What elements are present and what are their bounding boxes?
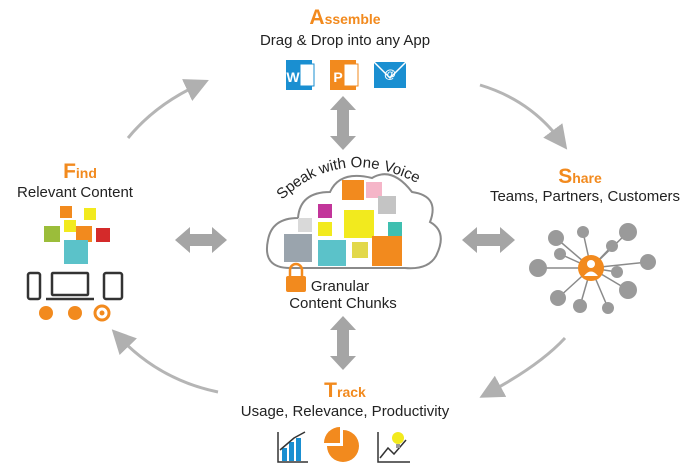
find-subtitle: Relevant Content: [17, 184, 133, 201]
people-nodes: [529, 223, 656, 314]
share-initial: S: [558, 165, 573, 188]
double-arrow-down: [330, 316, 356, 370]
bar-chart-icon: [277, 431, 308, 463]
cycle-arrow-top-right: [479, 83, 568, 150]
powerpoint-icon: P: [330, 60, 359, 90]
track-subtitle: Usage, Relevance, Productivity: [240, 403, 450, 420]
cloud-cubes: [284, 180, 402, 266]
browser-icons: [39, 304, 111, 322]
assemble-rest: ssemble: [324, 11, 381, 27]
devices-icon: [26, 271, 124, 301]
find-title: Find: [20, 160, 140, 184]
cycle-arrow-bottom-right: [479, 336, 567, 398]
word-icon: W: [286, 60, 315, 90]
svg-text:@: @: [384, 67, 396, 81]
lock-icon: [286, 262, 306, 292]
track-rest: rack: [337, 384, 366, 400]
track-initial: T: [324, 379, 337, 402]
lightbulb-chart-icon: [377, 432, 410, 463]
svg-text:P: P: [333, 69, 342, 85]
double-arrow-right: [462, 227, 515, 253]
assemble-subtitle: Drag & Drop into any App: [259, 32, 431, 49]
cycle-arrow-bottom-left: [111, 329, 219, 394]
double-arrow-up: [330, 96, 356, 150]
cycle-arrow-top-left: [126, 79, 209, 139]
track-title: Track: [300, 379, 390, 403]
find-initial: F: [63, 160, 76, 183]
user-icon-center: [578, 255, 604, 281]
find-cubes: [44, 206, 110, 264]
center-line1: Granular: [311, 278, 369, 295]
share-title: Share: [530, 165, 630, 189]
find-rest: ind: [75, 165, 97, 181]
center-line2: Content Chunks: [289, 295, 397, 312]
share-rest: hare: [572, 170, 602, 186]
share-subtitle: Teams, Partners, Customers: [489, 188, 681, 205]
pie-chart-icon: [324, 427, 359, 462]
assemble-initial: A: [309, 6, 325, 29]
double-arrow-left: [175, 227, 227, 253]
svg-text:W: W: [286, 69, 300, 85]
assemble-title: Assemble: [250, 6, 440, 30]
email-icon: @: [373, 61, 407, 88]
